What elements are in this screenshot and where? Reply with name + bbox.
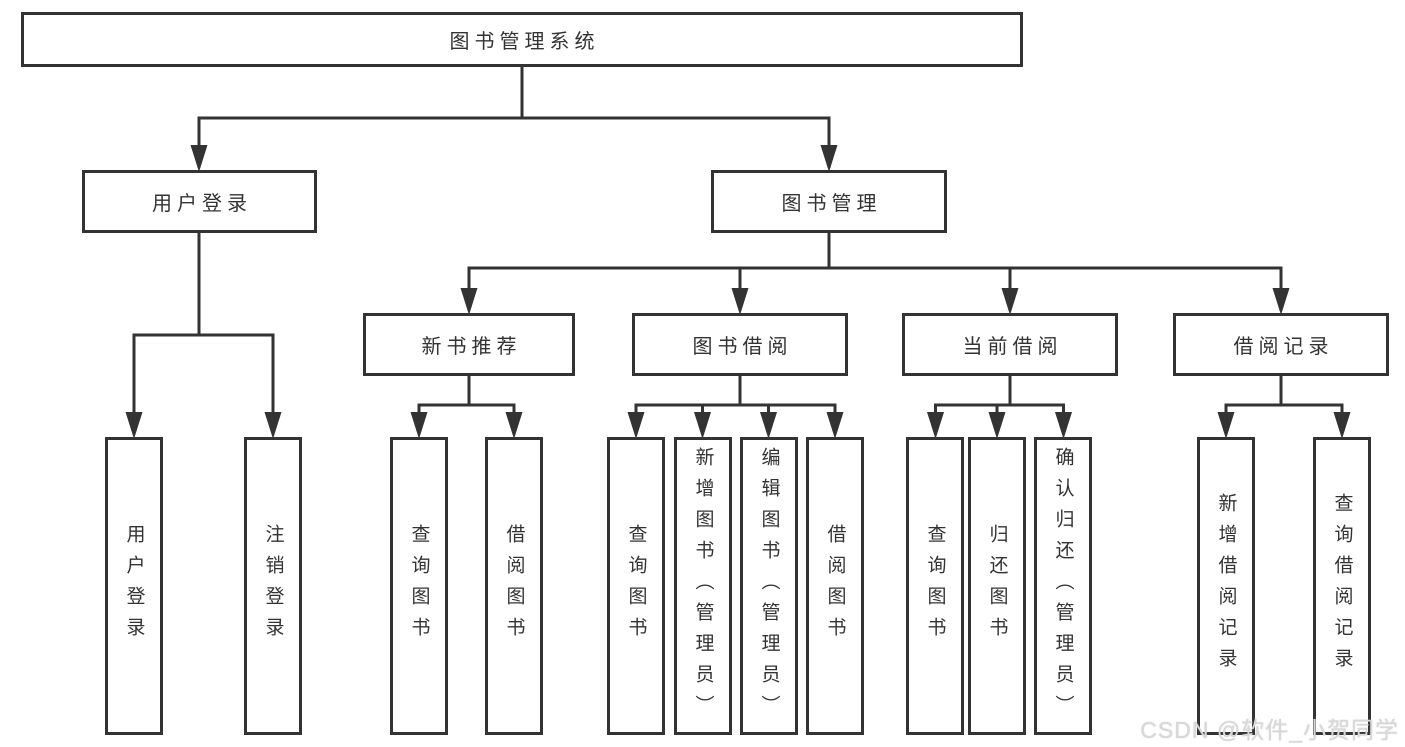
watermark: CSDN @软件_小贺同学 (1140, 717, 1399, 743)
arrow-down-icon (1333, 412, 1351, 439)
arrow-down-icon (410, 412, 428, 439)
arrow-down-icon (505, 412, 523, 439)
arrow-down-icon (731, 288, 749, 315)
arrow-down-icon (1217, 412, 1235, 439)
arrow-down-icon (694, 412, 711, 439)
connector-lines (132, 67, 1344, 434)
node-book-management: 图书管理 (711, 170, 947, 233)
node-borrowing-records: 借阅记录 (1173, 313, 1389, 376)
leaf-borrowing-edit-books-admin: 编辑图书（管理员） (740, 437, 798, 735)
leaf-current-confirm-return-admin: 确认归还（管理员） (1034, 437, 1092, 735)
arrow-down-icon (190, 145, 208, 172)
arrow-down-icon (927, 412, 944, 439)
node-user-login: 用户登录 (82, 170, 317, 233)
arrow-down-icon (988, 412, 1006, 439)
leaf-current-return-books: 归还图书 (968, 437, 1026, 735)
arrow-down-icon (826, 412, 844, 439)
arrow-down-icon (264, 412, 282, 439)
leaf-borrowing-borrow-books: 借阅图书 (806, 437, 864, 735)
leaf-borrowing-add-books-admin: 新增图书（管理员） (674, 437, 732, 735)
node-book-borrowing: 图书借阅 (632, 313, 848, 376)
leaf-records-query-record: 查询借阅记录 (1313, 437, 1371, 735)
leaf-user-login: 用户登录 (105, 437, 163, 735)
leaf-newbook-query-books: 查询图书 (390, 437, 448, 735)
arrow-down-icon (1055, 412, 1072, 439)
leaf-newbook-borrow-books: 借阅图书 (485, 437, 543, 735)
arrow-down-icon (820, 145, 838, 172)
arrowheads (125, 145, 1351, 439)
arrow-down-icon (125, 412, 143, 439)
arrow-down-icon (627, 412, 645, 439)
leaf-records-add-record: 新增借阅记录 (1197, 437, 1255, 735)
leaf-borrowing-query-books: 查询图书 (607, 437, 665, 735)
node-new-book-recommend: 新书推荐 (363, 313, 575, 376)
arrow-down-icon (1001, 288, 1019, 315)
node-current-borrowing: 当前借阅 (902, 313, 1118, 376)
arrow-down-icon (460, 288, 478, 315)
leaf-current-query-books: 查询图书 (906, 437, 964, 735)
arrow-down-icon (760, 412, 777, 439)
node-library-management-system: 图书管理系统 (21, 12, 1023, 67)
leaf-logout: 注销登录 (244, 437, 302, 735)
arrow-down-icon (1272, 288, 1290, 315)
